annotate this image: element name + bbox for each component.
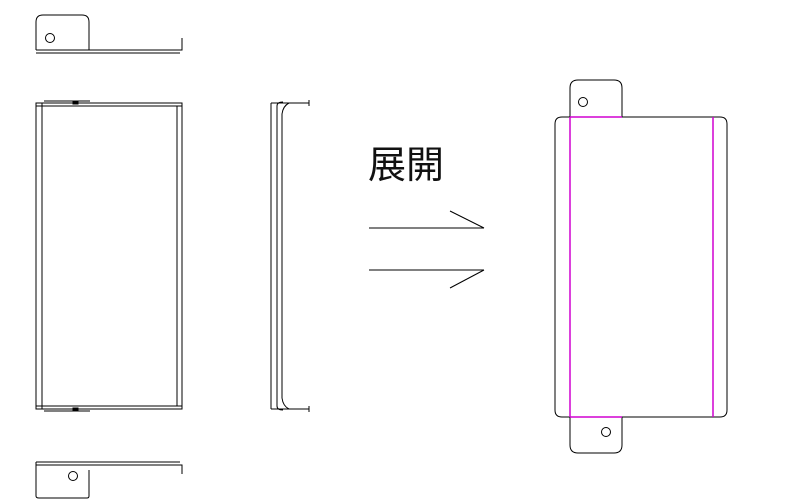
expand-label: 展開 [368,143,445,187]
front-view [35,100,183,412]
bend-lines [569,116,714,418]
side-view [270,100,310,412]
mounting-hole [68,471,78,481]
top-view [35,14,183,54]
mounting-hole [45,33,55,43]
bottom-view [35,461,183,499]
expand-arrow [369,210,485,289]
flat-pattern [554,79,728,454]
mounting-hole [601,427,611,437]
mounting-hole [578,97,588,107]
